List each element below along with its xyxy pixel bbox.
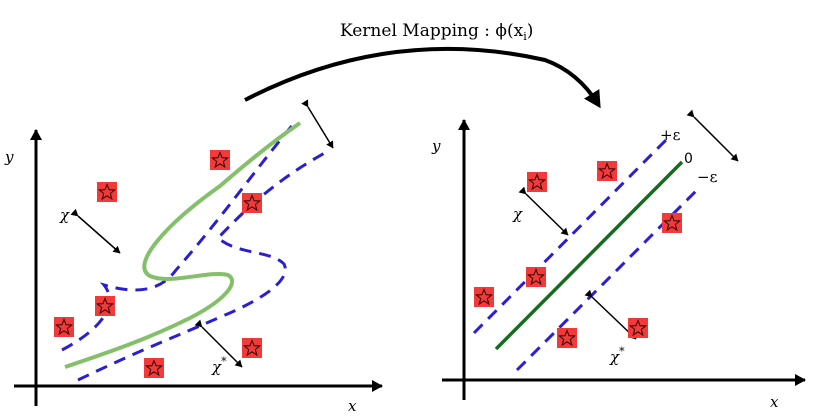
- right-star-marker: [526, 267, 546, 287]
- star-outline-icon: [243, 339, 261, 357]
- left-chi-star-label: χ*: [211, 355, 227, 376]
- right-star-marker: [527, 172, 547, 192]
- left-star-marker: [144, 358, 164, 378]
- star-outline-icon: [475, 288, 493, 306]
- mapping-arrow: [244, 46, 601, 109]
- left-star-marker: [210, 150, 230, 170]
- right-y-axis-label: y: [431, 137, 441, 155]
- left-star-marker: [97, 182, 117, 202]
- right-star-marker: [597, 161, 617, 181]
- right-linear-regression-line: [494, 160, 684, 351]
- star-outline-icon: [55, 318, 73, 336]
- left-star-marker: [95, 296, 115, 316]
- right-chi-label: χ: [512, 205, 523, 223]
- kernel-mapping-title: Kernel Mapping : ϕ(xi): [340, 21, 533, 43]
- left-lower-margin-boundary: [77, 148, 331, 382]
- left-chi-double-arrow: [70, 208, 121, 254]
- left-x-axis-label: x: [348, 397, 357, 415]
- right-minus-epsilon-label: −ε: [697, 168, 718, 186]
- left-nonlinear-regression-curve: [64, 121, 302, 369]
- right-star-marker: [662, 213, 682, 233]
- left-star-marker: [242, 338, 262, 358]
- right-x-axis-label: x: [770, 393, 779, 411]
- right-chi-double-arrow: [518, 186, 569, 236]
- star-outline-icon: [98, 183, 116, 201]
- right-panel: y x +ε 0 −ε χ χ*: [431, 109, 806, 411]
- left-star-marker: [54, 317, 74, 337]
- right-margin-width-double-arrow: [686, 109, 739, 162]
- right-upper-margin-boundary: [472, 134, 672, 335]
- right-chi-star-label: χ*: [609, 345, 625, 366]
- left-upper-margin-boundary: [61, 121, 297, 352]
- right-star-marker: [474, 287, 494, 307]
- star-outline-icon: [528, 173, 546, 191]
- star-outline-icon: [211, 151, 229, 169]
- left-chi-star-double-arrow: [194, 319, 243, 368]
- star-outline-icon: [145, 359, 163, 377]
- star-outline-icon: [96, 297, 114, 315]
- right-zero-label: 0: [684, 151, 693, 167]
- star-outline-icon: [598, 162, 616, 180]
- star-outline-icon: [629, 319, 647, 337]
- left-margin-width-double-arrow: [301, 99, 334, 149]
- left-y-axis-label: y: [4, 148, 14, 166]
- left-panel: y x χ χ*: [4, 99, 383, 415]
- star-outline-icon: [527, 268, 545, 286]
- right-lower-margin-boundary: [515, 185, 702, 372]
- star-outline-icon: [558, 329, 576, 347]
- left-star-marker: [242, 193, 262, 213]
- left-chi-label: χ: [59, 206, 70, 224]
- right-star-marker: [557, 328, 577, 348]
- right-plus-epsilon-label: +ε: [660, 126, 681, 144]
- right-star-marker: [628, 318, 648, 338]
- star-outline-icon: [243, 194, 261, 212]
- star-outline-icon: [663, 214, 681, 232]
